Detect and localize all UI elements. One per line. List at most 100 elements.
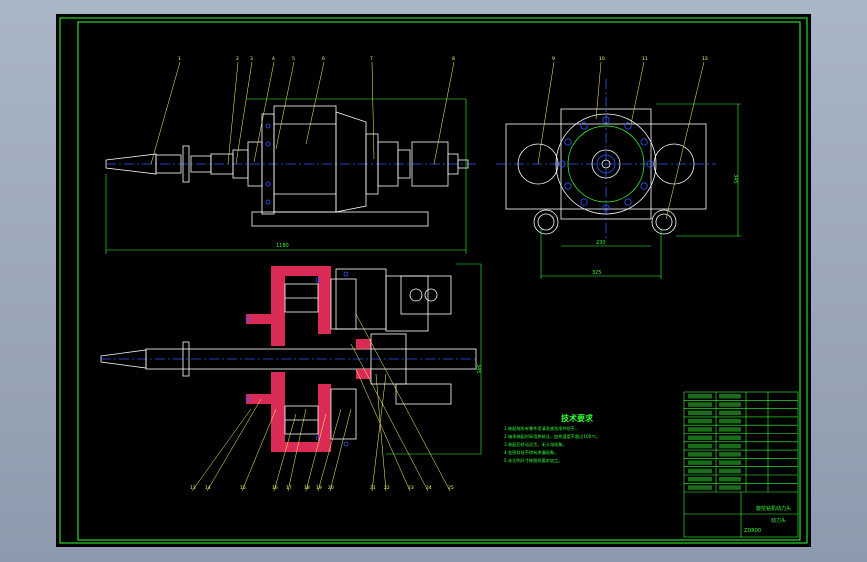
callout-side-label: 9 [552, 56, 555, 62]
title-block [683, 391, 799, 538]
callout-section-label: 22 [384, 485, 390, 491]
callout-section-label: 25 [448, 485, 454, 491]
callout-section-leader [371, 373, 387, 492]
section-view [100, 263, 482, 455]
title-block-cell [719, 452, 741, 457]
callout-top-leader [433, 61, 455, 165]
callout-top-label: 5 [292, 56, 295, 62]
technical-note: 3.装配后转动灵活，无卡滞现象。 [504, 441, 567, 448]
callout-section-label: 16 [272, 485, 278, 491]
callout-section-leader [305, 413, 327, 492]
callout-section-label: 14 [205, 485, 211, 491]
title-block-cell [688, 435, 712, 440]
title-block-cell [688, 477, 712, 482]
callout-top-leader [371, 61, 375, 160]
title-block-cell [719, 477, 741, 482]
callout-top-leader [227, 61, 239, 165]
title-block-cell [688, 460, 712, 465]
callout-labels-side: 9 10 11 12 [552, 56, 708, 62]
technical-note: 1.装配前所有零件用清洗液洗净并吹干。 [504, 425, 579, 432]
callout-top-leader [150, 61, 181, 165]
callout-section-label: 23 [408, 485, 414, 491]
callout-section-leader [273, 413, 297, 492]
outer-frame [59, 17, 808, 544]
title-block-cell [688, 452, 712, 457]
callout-leaders-section [191, 313, 451, 492]
callout-section-leader [206, 398, 262, 492]
notes-title: 技术要求 [561, 413, 594, 423]
title-block-cell [719, 402, 741, 407]
callout-section-leader [317, 408, 342, 492]
technical-note: 5.未注明尺寸按图纸要求加工。 [504, 457, 562, 464]
dim-top-length: 1180 [276, 243, 289, 249]
callout-top-label: 3 [250, 56, 253, 62]
callout-section-leader [191, 408, 252, 492]
title-part-name: 动力头 [771, 517, 786, 524]
title-block-cell [688, 485, 712, 490]
dim-side-height: 345 [732, 174, 738, 184]
callout-section-label: 13 [190, 485, 196, 491]
callout-section-leader [241, 408, 277, 492]
callout-top-label: 7 [370, 56, 373, 62]
title-block-cell [688, 394, 712, 399]
callout-top-label: 8 [452, 56, 455, 62]
dim-section-height: 345 [475, 364, 481, 374]
callout-labels-top: 1 2 3 4 5 6 7 8 [178, 56, 455, 62]
dim-side-inner: 230 [596, 240, 606, 246]
title-drawing-name: 旋挖钻机动力头 [756, 505, 791, 512]
callout-section-label: 17 [286, 485, 292, 491]
callout-section-label: 15 [240, 485, 246, 491]
title-block-cell [688, 418, 712, 424]
callout-top-leader [275, 61, 295, 150]
callout-section-leader [287, 408, 307, 492]
inner-frame [77, 21, 801, 541]
title-block-cell [719, 443, 741, 449]
technical-notes: 1.装配前所有零件用清洗液洗净并吹干。2.轴承装配时采用热装法，加热温度不超过1… [504, 425, 600, 464]
callout-leaders-side [537, 61, 705, 220]
callout-side-label: 12 [702, 56, 708, 62]
callout-top-label: 1 [178, 56, 181, 62]
callout-side-leader [537, 61, 555, 165]
title-block-cell [688, 443, 712, 449]
callout-section-leader [355, 313, 451, 492]
title-block-cell [719, 427, 741, 432]
callout-top-label: 4 [272, 56, 275, 62]
callout-top-leader [235, 61, 253, 165]
callout-section-label: 19 [316, 485, 322, 491]
callout-side-label: 11 [642, 56, 648, 62]
callout-leaders-top [150, 61, 455, 165]
callout-side-leader [665, 61, 705, 220]
callout-section-leader [350, 343, 429, 492]
title-block-cell [719, 394, 741, 399]
callout-top-leader [253, 61, 275, 163]
title-block-cell [688, 468, 712, 474]
callout-side-label: 10 [599, 56, 605, 62]
title-block-cell [719, 418, 741, 424]
callout-top-label: 6 [322, 56, 325, 62]
title-block-cells [688, 394, 741, 490]
title-block-cell [688, 402, 712, 407]
callout-top-leader [305, 61, 325, 145]
title-block-cell [719, 468, 741, 474]
callout-section-label: 18 [304, 485, 310, 491]
front-view [105, 98, 476, 254]
callout-top-label: 2 [236, 56, 239, 62]
title-block-cell [688, 427, 712, 432]
callout-section-leader [375, 373, 387, 492]
callout-section-leader [355, 368, 411, 492]
side-view [496, 79, 741, 279]
title-block-cell [719, 485, 741, 490]
callout-section-label: 20 [328, 485, 334, 491]
callout-side-leader [630, 61, 645, 125]
technical-note: 4.各密封处不得有渗漏现象。 [504, 449, 558, 456]
callout-section-label: 21 [370, 485, 376, 491]
title-block-cell [688, 410, 712, 416]
title-drawing-no: ZDR00 [744, 528, 761, 534]
title-block-cell [719, 410, 741, 416]
title-block-cell [719, 460, 741, 465]
callout-section-leader [329, 408, 352, 492]
